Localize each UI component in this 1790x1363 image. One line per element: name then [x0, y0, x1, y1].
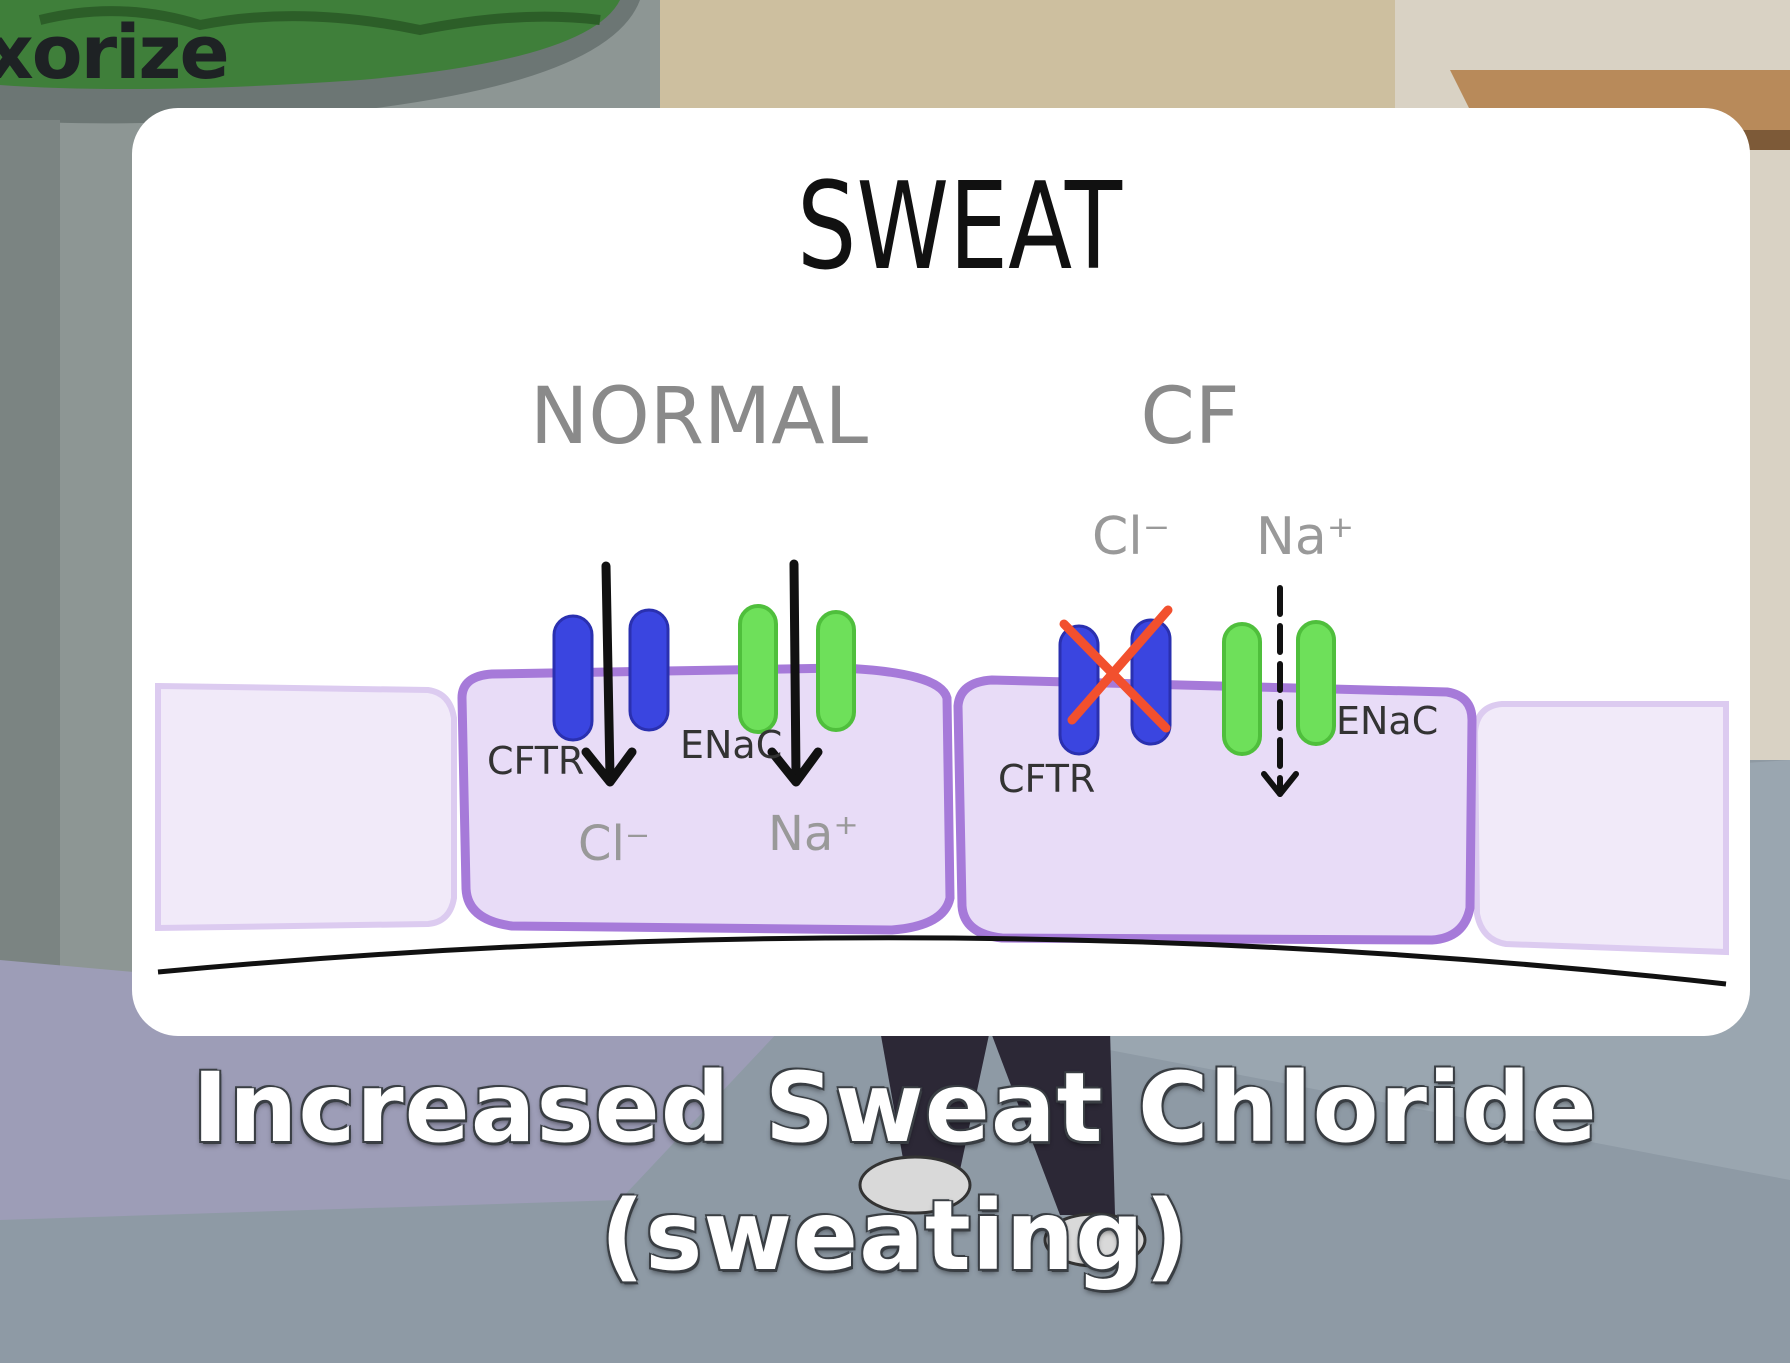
normal-na-ion-label: Na⁺ [768, 806, 859, 862]
normal-enac-label: ENaC [680, 723, 782, 767]
normal-cl-influx-arrow [581, 561, 637, 787]
cf-na-ion-label: Na⁺ [1256, 507, 1354, 567]
cf-enac-channel [1222, 620, 1336, 756]
cf-heading: CF [1140, 372, 1239, 462]
left-edge-cell [155, 682, 457, 932]
normal-cftr-channel [552, 608, 670, 742]
cf-cftr-label: CFTR [998, 757, 1095, 801]
normal-cl-ion-label: Cl⁻ [578, 816, 650, 872]
cf-cl-ion-label: Cl⁻ [1092, 507, 1170, 567]
cf-enac-label: ENaC [1336, 699, 1438, 743]
right-edge-cell [1471, 701, 1729, 956]
sweat-gland-diagram: SWEAT NORMAL CF C [155, 158, 1729, 987]
basement-membrane-line [157, 935, 1727, 987]
caption-line-1: Increased Sweat Chloride [192, 1052, 1598, 1164]
normal-na-influx-arrow [767, 559, 823, 787]
normal-epithelial-cell [457, 663, 955, 935]
cf-na-reduced-arrow [1261, 585, 1299, 797]
normal-heading: NORMAL [530, 372, 869, 462]
diagram-title: SWEAT [797, 158, 1123, 297]
normal-cftr-label: CFTR [487, 739, 584, 783]
normal-enac-channel [738, 604, 856, 734]
diagram-card: SWEAT NORMAL CF C [132, 108, 1750, 1036]
brand-logo-text: xorize [0, 10, 230, 96]
cftr-blocked-cross-icon [1059, 605, 1173, 733]
caption-line-2: (sweating) [600, 1180, 1190, 1292]
